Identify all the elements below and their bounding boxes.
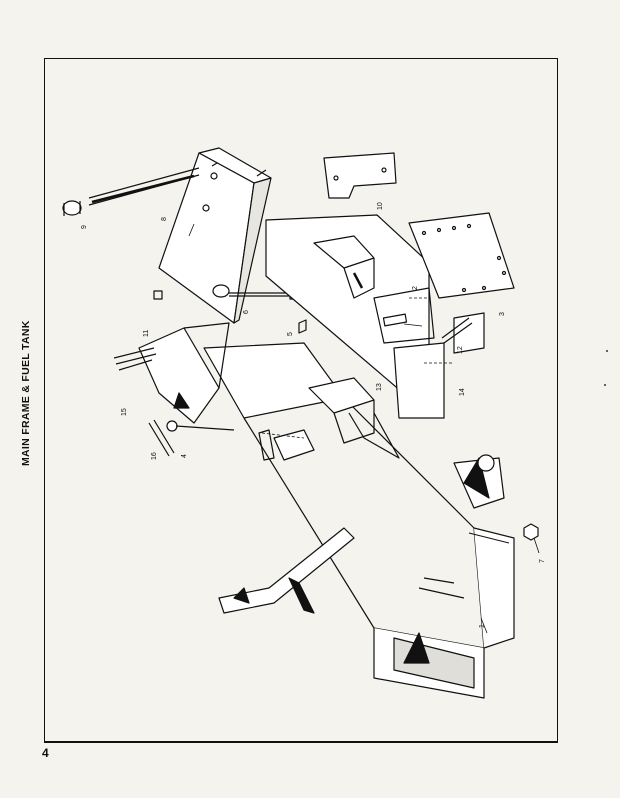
- margin-mark: [604, 384, 606, 386]
- callout-16: 16: [151, 452, 158, 460]
- callout-1: 1: [479, 624, 486, 628]
- main-frame: [203, 214, 515, 699]
- exploded-view-drawing: 1 2 3 4 5 6 7 8 9 10 11 12 13 14 15 16: [62, 147, 546, 699]
- callout-8: 8: [161, 217, 168, 221]
- step-plate: [113, 322, 235, 457]
- page-border-bottom: [44, 741, 558, 743]
- mounting-bracket: [323, 152, 397, 199]
- filler-neck: [62, 167, 200, 216]
- callout-2: 2: [412, 286, 419, 290]
- callout-4: 4: [181, 454, 188, 458]
- callout-14: 14: [459, 388, 466, 396]
- fuel-tank: [153, 147, 272, 324]
- callout-7: 7: [539, 559, 546, 563]
- callout-12: 12: [457, 346, 464, 354]
- callout-3: 3: [499, 312, 506, 316]
- callout-9: 9: [81, 225, 88, 229]
- callout-10: 10: [377, 202, 384, 210]
- callout-5: 5: [287, 332, 294, 336]
- page-border: [44, 58, 558, 742]
- margin-mark: [606, 350, 608, 352]
- callout-13: 13: [376, 383, 383, 391]
- callout-15: 15: [121, 408, 128, 416]
- nut: [523, 523, 539, 541]
- callout-11: 11: [143, 330, 150, 337]
- callout-6: 6: [243, 310, 250, 314]
- page-number: 4: [42, 746, 49, 760]
- cover-plate: [408, 212, 515, 299]
- section-title: MAIN FRAME & FUEL TANK: [20, 316, 32, 470]
- pin: [441, 317, 473, 344]
